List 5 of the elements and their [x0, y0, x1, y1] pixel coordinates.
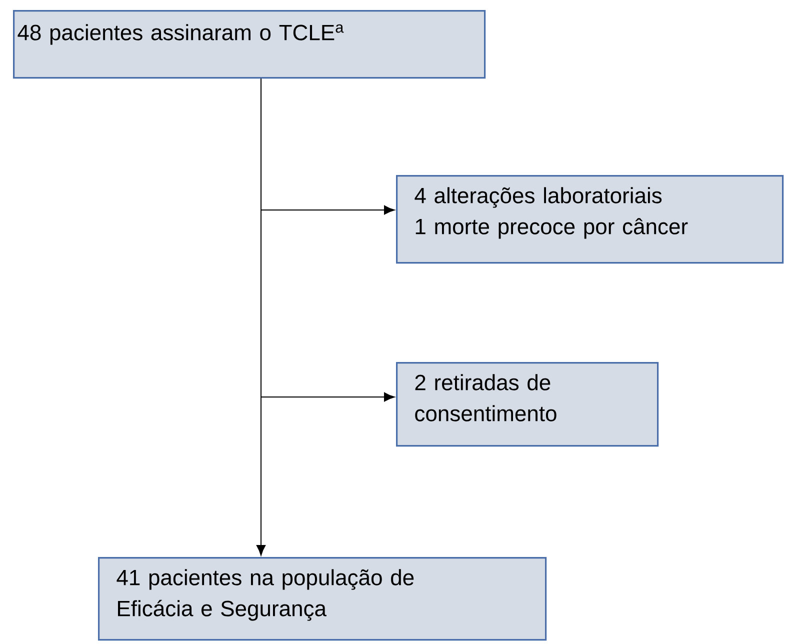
process-box: 4 alterações laboratoriais 1 morte precoce por câncer	[396, 175, 784, 264]
process-box: 41 pacientes na população de Eficácia e Segurança	[98, 557, 547, 641]
process-box: 48 pacientes assinaram o TCLE$^{a}$	[13, 10, 486, 79]
process-box: 2 retiradas de consentimento	[396, 362, 659, 447]
arrow	[256, 78, 266, 556]
